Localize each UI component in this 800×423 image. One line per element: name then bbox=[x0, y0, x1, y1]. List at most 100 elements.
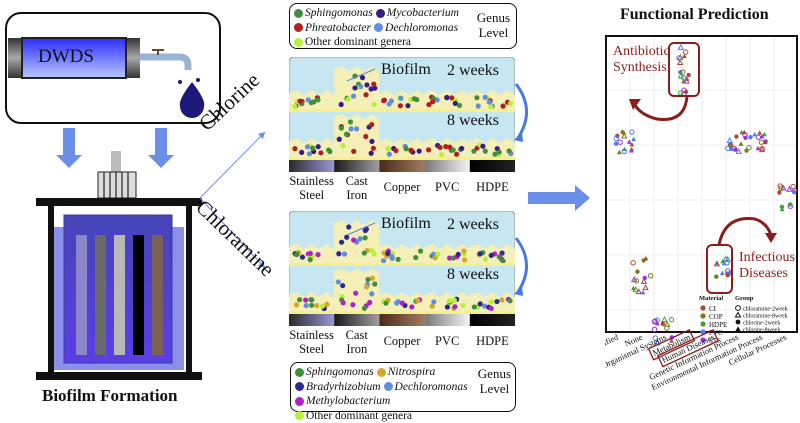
branch-lines bbox=[199, 131, 266, 269]
pipe-coupons bbox=[76, 235, 163, 355]
plot-point bbox=[787, 202, 793, 207]
plot-point bbox=[676, 59, 684, 66]
material-label: HDPE bbox=[476, 180, 509, 194]
plot-point bbox=[720, 258, 726, 264]
bacteria-dot bbox=[399, 300, 405, 306]
bacteria-dot bbox=[369, 247, 375, 254]
bacteria-dot bbox=[416, 148, 422, 154]
legend-material-label: COP bbox=[709, 313, 723, 321]
plot-point bbox=[762, 139, 768, 145]
plot-point bbox=[791, 190, 797, 195]
material-label: Copper bbox=[384, 180, 422, 194]
plot-point bbox=[680, 69, 686, 75]
legend-group-icon bbox=[735, 319, 741, 325]
legend-label: Sphingomonas bbox=[305, 7, 373, 19]
plot-point bbox=[661, 316, 668, 322]
legend-dot-icon bbox=[295, 382, 304, 391]
bacteria-dot bbox=[385, 250, 391, 257]
legend-label: Sphingomonas bbox=[306, 366, 374, 378]
bacteria-dot bbox=[429, 303, 435, 309]
bacteria-dot bbox=[314, 302, 320, 309]
legend-dot-icon bbox=[294, 23, 303, 32]
bacteria-dot bbox=[443, 143, 449, 150]
bacteria-dot bbox=[371, 81, 377, 87]
plot-point bbox=[616, 149, 622, 155]
bacteria-dot bbox=[496, 149, 502, 155]
bacteria-dot bbox=[297, 98, 303, 104]
legend-material-label: STS bbox=[709, 337, 721, 345]
legend-item: Bradyrhizobium bbox=[295, 380, 381, 394]
bacteria-dot bbox=[500, 103, 506, 109]
bacteria-dot bbox=[371, 101, 377, 108]
bacteria-dot bbox=[315, 97, 321, 103]
plot-point bbox=[779, 206, 785, 212]
legend-item: Mycobacterium bbox=[375, 6, 459, 20]
callout-label-infectious: Diseases bbox=[739, 266, 788, 281]
time-label-2weeks: 2 weeks bbox=[447, 62, 499, 79]
bacteria-dot bbox=[488, 299, 494, 305]
bacteria-dot bbox=[447, 298, 453, 304]
bacteria-dot bbox=[303, 302, 309, 309]
legend-group-label: chlorine-2week bbox=[743, 321, 780, 327]
bacteria-dot bbox=[460, 302, 466, 308]
legend-item: Other dominant genera bbox=[294, 35, 411, 49]
bacteria-dot bbox=[357, 236, 363, 242]
bacteria-dot bbox=[363, 92, 369, 98]
pipe-surface bbox=[424, 314, 470, 326]
material-label: Cast bbox=[346, 328, 369, 342]
bacteria-dot bbox=[446, 255, 453, 261]
bacteria-dot bbox=[507, 298, 513, 304]
bacteria-dot bbox=[397, 103, 403, 109]
material-label: Copper bbox=[384, 334, 422, 348]
legend-item: Other dominant genera bbox=[295, 409, 412, 423]
legend-material-icon bbox=[700, 329, 706, 335]
plot-point bbox=[629, 129, 635, 135]
bacteria-dot bbox=[353, 126, 360, 132]
bacteria-dot bbox=[403, 146, 409, 152]
bacteria-dot bbox=[462, 257, 468, 263]
material-label: Stainless bbox=[289, 328, 334, 342]
down-arrow-icon bbox=[56, 128, 174, 168]
legend-level-line1: Genus bbox=[477, 366, 511, 381]
bacteria-dot bbox=[488, 305, 494, 312]
bacteria-dot bbox=[304, 144, 311, 150]
biofilm-layer bbox=[334, 268, 380, 311]
bacteria-dot bbox=[372, 281, 378, 287]
bacteria-dot bbox=[363, 226, 369, 232]
bacteria-dot bbox=[438, 152, 445, 158]
bacteria-dot bbox=[408, 147, 414, 153]
bacteria-dot bbox=[482, 148, 488, 154]
coupon bbox=[152, 235, 163, 355]
plot-point bbox=[626, 139, 632, 144]
bacteria-dot bbox=[455, 251, 461, 258]
bacteria-dot bbox=[336, 136, 342, 142]
bacteria-dot bbox=[492, 151, 498, 157]
bacteria-dot bbox=[409, 304, 415, 310]
bacteria-dot bbox=[292, 146, 298, 152]
legend-level-line2: Level bbox=[478, 25, 509, 40]
coupon bbox=[133, 235, 144, 355]
bacteria-dot bbox=[411, 96, 417, 102]
plot-point bbox=[642, 284, 649, 291]
plot-point bbox=[683, 89, 689, 95]
legend-label: Other dominant genera bbox=[305, 36, 412, 48]
legend-label: Bradyrhizobium bbox=[306, 380, 381, 393]
right-arrow-icon bbox=[528, 185, 590, 211]
plot-point bbox=[630, 260, 636, 266]
legend-item: Dechloromonas bbox=[383, 380, 468, 394]
highlight-box bbox=[656, 329, 719, 368]
bacteria-dot bbox=[311, 99, 317, 105]
bacteria-dot bbox=[383, 300, 389, 306]
material-label: Iron bbox=[346, 188, 368, 202]
bacteria-dot bbox=[496, 254, 502, 260]
bacteria-dot bbox=[341, 251, 348, 257]
plot-point bbox=[713, 260, 721, 267]
plot-point bbox=[613, 135, 619, 142]
plot-point bbox=[613, 141, 619, 146]
legend-dot-icon bbox=[295, 396, 304, 406]
plot-point bbox=[759, 133, 765, 139]
legend-dot-icon bbox=[294, 8, 303, 18]
bacteria-dot bbox=[347, 119, 354, 125]
plot-point bbox=[735, 147, 742, 154]
time-label-2weeks: 2 weeks bbox=[447, 216, 499, 233]
